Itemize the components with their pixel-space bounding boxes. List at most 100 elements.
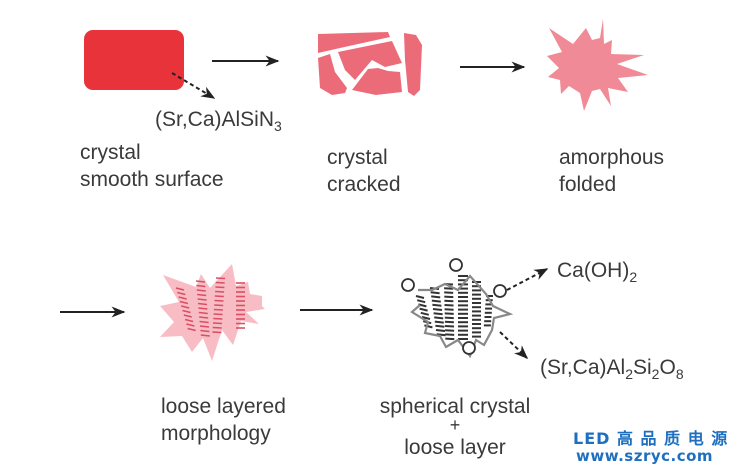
stage-1-label-line2: smooth surface bbox=[80, 168, 224, 191]
layer-line bbox=[444, 287, 454, 290]
layer-line bbox=[182, 309, 191, 314]
layer-line bbox=[213, 313, 223, 316]
layer-line bbox=[198, 311, 208, 315]
layer-line bbox=[431, 299, 441, 303]
layer-line bbox=[181, 305, 190, 309]
layer-line bbox=[444, 295, 454, 299]
layer-line bbox=[199, 316, 209, 319]
layer-line bbox=[415, 295, 425, 299]
layer-line bbox=[444, 291, 454, 294]
layer-line bbox=[434, 320, 444, 324]
layer-line bbox=[432, 308, 443, 311]
layer-line bbox=[420, 311, 430, 316]
layer-line bbox=[200, 334, 210, 337]
layer-line bbox=[196, 289, 206, 292]
dashed-arrow-crystal bbox=[171, 72, 216, 99]
layer-line bbox=[432, 303, 442, 307]
layer-line bbox=[199, 320, 209, 324]
layer-line bbox=[435, 324, 445, 328]
layer-line bbox=[214, 299, 224, 302]
product-text: O bbox=[659, 356, 676, 379]
layer-line bbox=[435, 329, 446, 332]
layer-line bbox=[183, 314, 192, 318]
layer-line bbox=[196, 284, 206, 288]
layer-line bbox=[213, 308, 223, 311]
product-caoh2: Ca(OH)2 bbox=[557, 257, 637, 291]
layer-line bbox=[212, 322, 223, 325]
product-text: (Sr,Ca)Al bbox=[540, 356, 626, 379]
layer-line bbox=[178, 296, 187, 300]
formula-text: (Sr,Ca)AlSiN bbox=[155, 108, 275, 131]
stage-5-label-line1: spherical crystal bbox=[379, 395, 531, 418]
layer-line bbox=[444, 325, 455, 328]
layer-line bbox=[421, 316, 431, 320]
layer-line bbox=[197, 293, 207, 297]
sphere-marker bbox=[493, 284, 507, 298]
layer-line bbox=[434, 316, 444, 320]
layer-line bbox=[214, 295, 224, 298]
layer-line bbox=[197, 302, 208, 306]
layer-line bbox=[214, 304, 224, 307]
layer-line bbox=[444, 320, 454, 324]
stage-5-plus: + bbox=[449, 415, 461, 435]
layer-line bbox=[433, 312, 443, 316]
layer-line bbox=[186, 323, 195, 327]
product-subscript: 2 bbox=[625, 366, 633, 383]
crystal-block bbox=[84, 30, 184, 90]
product-sr-ca-al2si2o8: (Sr,Ca)Al2Si2O8 bbox=[540, 354, 684, 388]
amorphous-particle bbox=[547, 19, 648, 111]
layer-line bbox=[419, 307, 428, 312]
product-subscript: 2 bbox=[629, 269, 638, 286]
dashed-arrow-silicate bbox=[499, 331, 529, 359]
layer-line bbox=[424, 324, 433, 329]
layer-line bbox=[197, 298, 207, 301]
layer-line bbox=[177, 291, 186, 296]
cracked-crystal bbox=[318, 32, 422, 96]
layer-line bbox=[195, 280, 206, 283]
formula-sr-ca-alsin3: (Sr,Ca)AlSiN3 bbox=[155, 106, 282, 140]
spherical-crystal-particle bbox=[401, 258, 514, 359]
layer-line bbox=[444, 316, 454, 320]
formula-subscript: 3 bbox=[274, 118, 282, 135]
layer-line bbox=[212, 331, 222, 334]
layer-line bbox=[445, 333, 455, 336]
product-subscript: 2 bbox=[651, 366, 660, 383]
layer-line bbox=[179, 300, 189, 305]
layer-line bbox=[445, 337, 455, 341]
stage-2-label-line1: crystal bbox=[327, 146, 388, 169]
layer-line bbox=[215, 286, 225, 289]
product-text: Si bbox=[632, 356, 652, 379]
watermark-line1: LED 高 品 质 电 源 bbox=[573, 429, 729, 448]
dashed-arrow-caoh2 bbox=[506, 268, 549, 291]
stage-4-label-line2: morphology bbox=[161, 422, 271, 445]
layer-line bbox=[436, 333, 446, 337]
layer-line bbox=[213, 317, 223, 320]
stage-4-label-line1: loose layered bbox=[161, 395, 286, 418]
layer-line bbox=[184, 318, 194, 323]
layer-line bbox=[212, 326, 222, 329]
stage-1-label-line1: crystal bbox=[80, 141, 141, 164]
layer-line bbox=[200, 329, 210, 333]
layer-line bbox=[187, 327, 196, 332]
layer-line bbox=[444, 304, 454, 307]
stage-3-label-line1: amorphous bbox=[559, 146, 665, 169]
layer-line bbox=[444, 312, 454, 315]
watermark-line2: www.szryc.com bbox=[576, 447, 714, 465]
stage-2-label-line2: cracked bbox=[327, 173, 401, 196]
layer-line bbox=[416, 299, 426, 304]
layer-line bbox=[215, 277, 226, 280]
layer-line bbox=[199, 325, 210, 328]
sphere-marker bbox=[449, 258, 463, 272]
stage-5-label-line2: loose layer bbox=[404, 436, 506, 459]
layer-line bbox=[445, 329, 455, 332]
sphere-marker bbox=[401, 278, 415, 292]
layer-line bbox=[198, 307, 208, 310]
product-text: Ca(OH) bbox=[557, 259, 630, 282]
stage-3-label-line2: folded bbox=[559, 173, 617, 196]
product-subscript: 8 bbox=[675, 366, 684, 383]
layer-line bbox=[430, 291, 440, 295]
loose-layered-particle bbox=[160, 264, 265, 361]
layer-line bbox=[431, 295, 441, 299]
layer-line bbox=[444, 299, 454, 303]
